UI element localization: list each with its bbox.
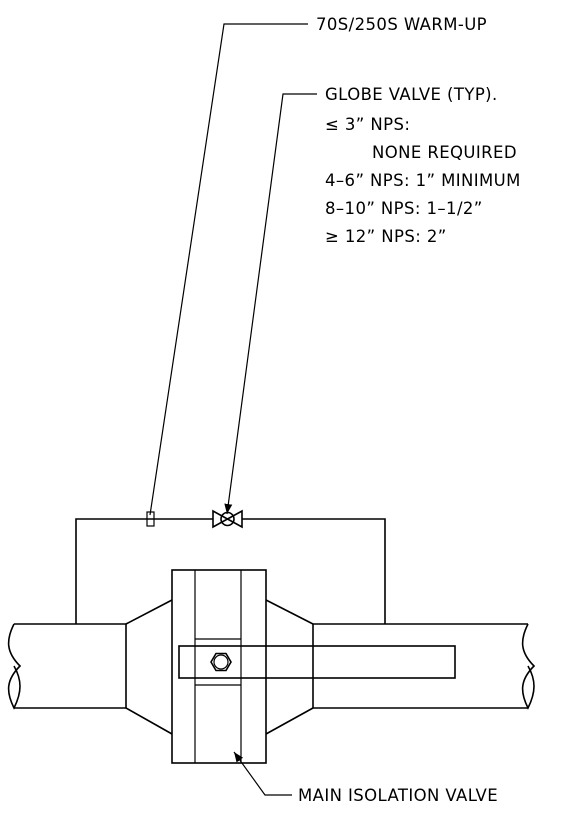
valve-body [171, 569, 267, 764]
bypass-right-segment [242, 518, 386, 624]
globe-valve-label: GLOBE VALVE (TYP). [325, 85, 498, 104]
main-valve-label: MAIN ISOLATION VALVE [298, 786, 498, 805]
globe-note-line-1: ≤ 3” NPS: [325, 115, 410, 134]
ge-symbol: ≥ [325, 227, 339, 246]
warmup-leader-line [149, 23, 308, 516]
main-valve-callout: MAIN ISOLATION VALVE [233, 751, 498, 805]
globe-note-line-2: NONE REQUIRED [372, 143, 517, 162]
warmup-callout: 70S/250S WARM-UP [149, 15, 487, 516]
main-isolation-valve-icon [171, 569, 456, 764]
warmup-tag [146, 511, 155, 527]
main-pipe [7, 599, 536, 735]
globe-note-line-3: 4–6” NPS: 1” MINIMUM [325, 171, 521, 190]
valve-handle [178, 645, 456, 679]
le-symbol: ≤ [325, 115, 339, 134]
warmup-label: 70S/250S WARM-UP [316, 15, 487, 34]
bypass-line [75, 509, 386, 624]
globe-note-line-5: ≥ 12” NPS: 2” [325, 227, 447, 246]
globe-valve-icon [212, 509, 243, 529]
hex-nut-icon [210, 652, 232, 672]
bypass-left-segment [75, 518, 213, 624]
pipe-break-right-icon [521, 623, 536, 710]
globe-valve-leader-line [224, 93, 317, 515]
pipe-break-left-icon [7, 623, 22, 710]
globe-note-line-4: 8–10” NPS: 1–1/2” [325, 199, 483, 218]
globe-valve-callout: GLOBE VALVE (TYP). ≤ 3” NPS: NONE REQUIR… [224, 85, 521, 515]
main-valve-leader-line [233, 751, 292, 796]
